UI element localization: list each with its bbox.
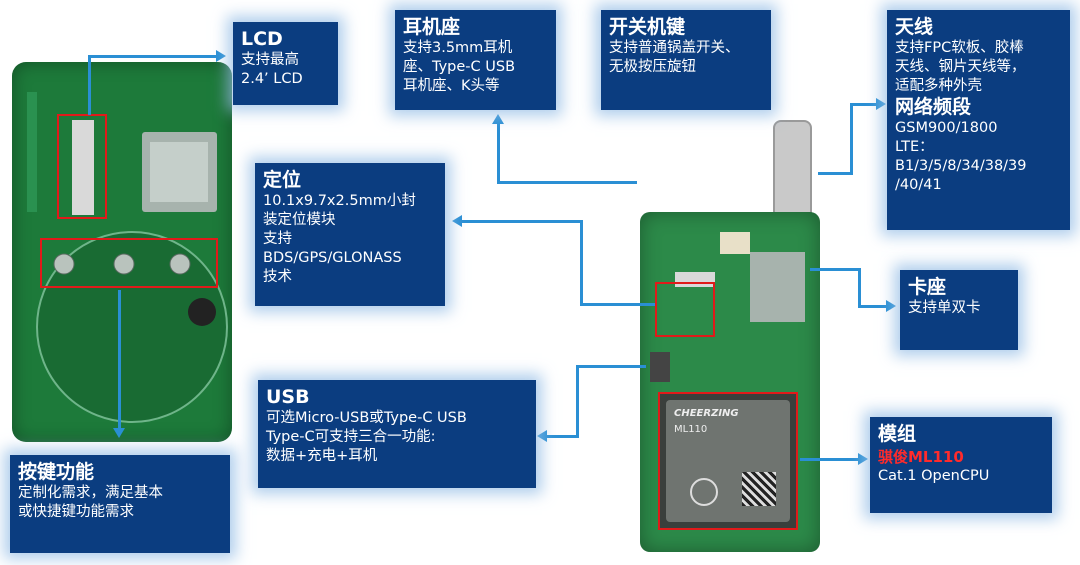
antenna-metal [773,120,812,224]
lcd-line-h [88,55,218,58]
usb-line-h2 [576,365,646,368]
switch-callout: 开关机键 支持普通锅盖开关、 无极按压旋钮 [601,10,771,110]
sim-arrow [886,300,896,312]
right-pcb-board: CHEERZING ML110 [640,212,820,552]
earphone-callout: 耳机座 支持3.5mm耳机 座、Type-C USB 耳机座、K头等 [395,10,556,110]
lcd-title: LCD [241,28,283,50]
chip-qr-code [742,472,776,506]
module-callout: 模组 骐俊ML110 Cat.1 OpenCPU [870,417,1052,513]
usb-title: USB [266,386,310,408]
chip-brand: CHEERZING [674,408,739,419]
keys-title: 按键功能 [18,461,95,483]
sim-callout: 卡座 支持单双卡 [900,270,1018,350]
sim-title: 卡座 [908,276,947,298]
switch-title: 开关机键 [609,16,686,38]
usb-callout: USB 可选Micro-USB或Type-C USB Type-C可支持三合一功… [258,380,536,488]
positioning-line-h [460,220,582,223]
earphone-title: 耳机座 [403,16,461,38]
usb-arrow [537,430,547,442]
antenna-line-h [818,172,853,175]
antenna-title: 天线 [895,16,934,38]
chip-model: ML110 [674,424,708,435]
earphone-line-h [497,181,637,184]
chip-ccc-logo [690,478,718,506]
lcd-desc: 支持最高 2.4’ LCD [241,52,303,87]
usb-line-h [545,435,579,438]
gnss-module-highlight [655,282,715,337]
module-brand: 骐俊ML110 [878,448,964,466]
keys-callout: 按键功能 定制化需求，满足基本 或快捷键功能需求 [10,455,230,553]
module-desc: Cat.1 OpenCPU [878,468,990,484]
sim-desc: 支持单双卡 [908,300,981,316]
earphone-line-v [497,123,500,183]
module-arrow [858,453,868,465]
antenna-arrow [876,98,886,110]
switch-desc: 支持普通锅盖开关、 无极按压旋钮 [609,40,740,75]
positioning-arrow [452,215,462,227]
keys-desc: 定制化需求，满足基本 或快捷键功能需求 [18,485,163,520]
keys-line [118,290,121,430]
positioning-desc: 10.1x9.7x2.5mm小封 装定位模块 支持 BDS/GPS/GLONAS… [263,193,416,285]
frequency-desc: GSM900/1800 LTE： B1/3/5/8/34/38/39 /40/4… [895,120,1027,193]
antenna-desc: 支持FPC软板、胶棒 天线、钢片天线等， 适配多种外壳 [895,40,1026,94]
left-pcb-board [12,62,232,442]
lcd-arrow [216,50,226,62]
keys-highlight [40,238,218,288]
lcd-connector-highlight [57,114,107,219]
positioning-line-h2 [580,303,655,306]
lcd-callout: LCD 支持最高 2.4’ LCD [233,22,338,105]
positioning-title: 定位 [263,169,302,191]
antenna-line-h2 [850,103,878,106]
earphone-desc: 支持3.5mm耳机 座、Type-C USB 耳机座、K头等 [403,40,516,94]
antenna-callout: 天线 支持FPC软板、胶棒 天线、钢片天线等， 适配多种外壳 网络频段 GSM9… [887,10,1070,230]
antenna-line-v [850,103,853,175]
sim-line-h2 [858,305,888,308]
usb-line-v [576,365,579,437]
keys-arrow [113,428,125,438]
sim-line-v [858,268,861,308]
positioning-line-v [580,220,583,305]
lcd-line [88,57,91,115]
earphone-arrow [492,114,504,124]
usb-desc: 可选Micro-USB或Type-C USB Type-C可支持三合一功能: 数… [266,410,467,464]
left-pcb-detail [27,92,228,423]
positioning-callout: 定位 10.1x9.7x2.5mm小封 装定位模块 支持 BDS/GPS/GLO… [255,163,445,306]
module-line [800,458,860,461]
module-chip: CHEERZING ML110 [666,400,790,522]
frequency-title: 网络频段 [895,96,972,118]
sim-line-h [810,268,860,271]
module-title: 模组 [878,423,917,445]
